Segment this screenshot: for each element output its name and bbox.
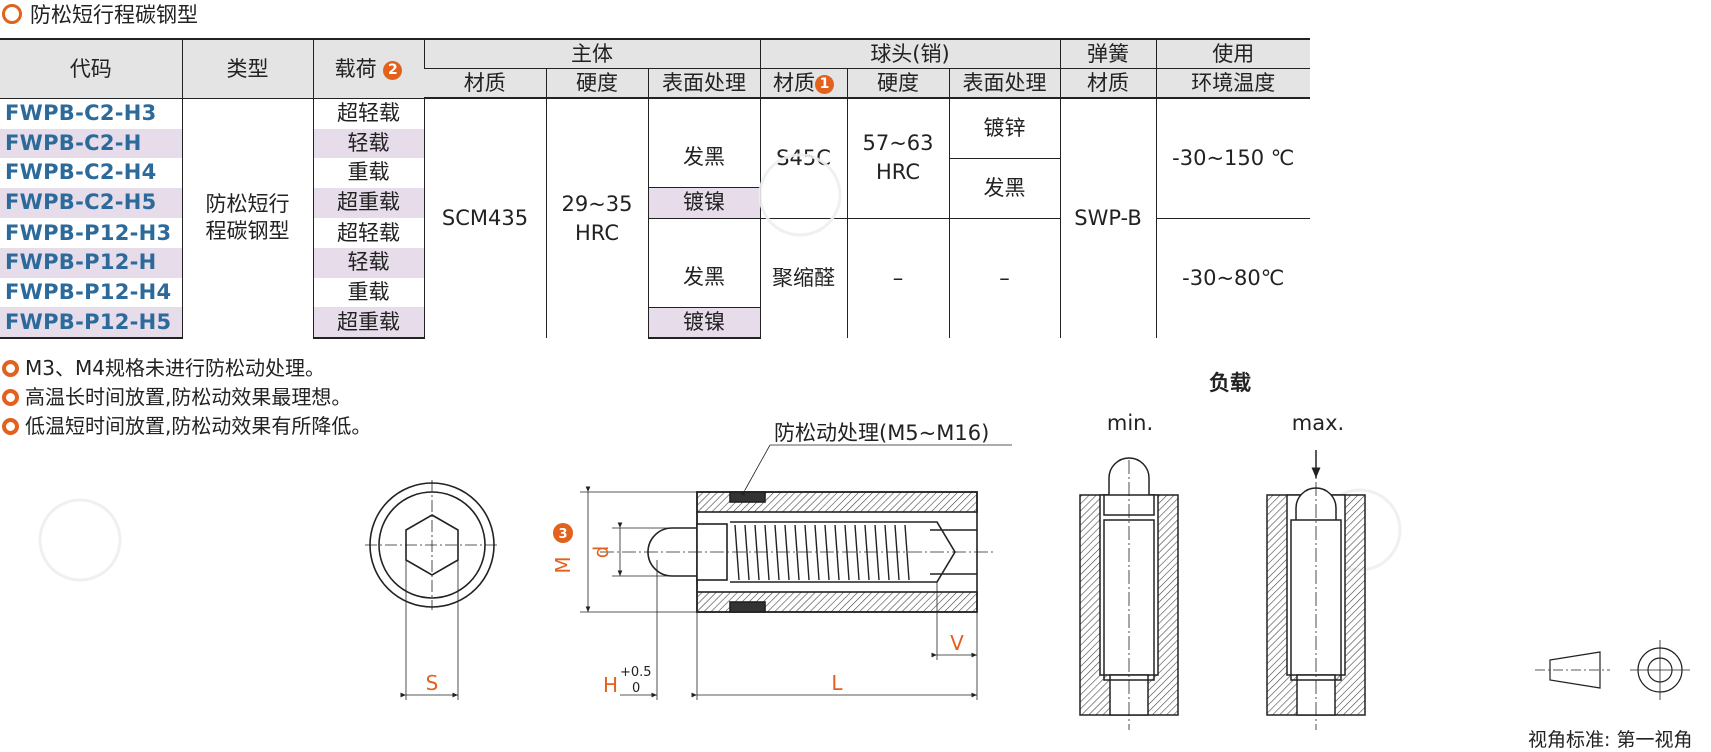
temp-cell: -30~150 ℃ — [1155, 98, 1311, 218]
header-type: 类型 — [181, 38, 313, 99]
header-code: 代码 — [0, 38, 182, 99]
dim-s-label: S — [426, 671, 439, 695]
header-body-material: 材质 — [424, 68, 546, 99]
dim-h-tol-lower: 0 — [632, 681, 640, 696]
header-env: 使用 — [1155, 38, 1311, 69]
temp-cell: -30~80℃ — [1155, 217, 1311, 338]
badge-3-icon — [553, 523, 573, 543]
section-title: 防松短行程碳钢型 — [2, 0, 198, 28]
ball-hardness-cell: – — [846, 217, 950, 338]
spring-material-cell: SWP-B — [1059, 98, 1157, 338]
max-load-view — [1266, 450, 1366, 730]
ball-surface-cell: – — [948, 217, 1061, 338]
load-cell: 重载 — [312, 277, 424, 307]
code-cell: FWPB-P12-H5 — [0, 307, 182, 339]
table-row: FWPB-P12-H3 超轻载 聚缩醛 – – -30~80℃ — [0, 217, 1311, 338]
header-load: 载荷 2 — [312, 38, 424, 99]
surface-cell — [647, 217, 761, 248]
bullet-icon — [2, 360, 19, 377]
table-row: FWPB-C2-H 轻载 发黑 — [0, 128, 1310, 188]
notes-list: M3、M4规格未进行防松动处理。 高温长时间放置,防松动效果最理想。 低温短时间… — [2, 354, 371, 441]
code-cell: FWPB-C2-H4 — [5, 160, 157, 185]
end-view — [365, 480, 499, 700]
header-ball: 球头(销) — [759, 38, 1061, 69]
type-cell: 防松短行程碳钢型 — [181, 98, 313, 338]
note-item: M3、M4规格未进行防松动处理。 — [2, 354, 371, 383]
load-cell: 轻载 — [312, 248, 424, 278]
table-row: FWPB-P12-H 轻载 发黑 — [0, 248, 1310, 307]
section-title-text: 防松短行程碳钢型 — [30, 3, 198, 27]
min-load-view — [1079, 457, 1179, 730]
ball-material-cell: S45C — [759, 98, 848, 218]
load-cell: 重载 — [312, 158, 424, 188]
load-cell: 超重载 — [312, 307, 424, 339]
ball-surface-cell: 发黑 — [948, 157, 1061, 218]
header-body: 主体 — [423, 38, 761, 69]
ball-surface-cell: 镀锌 — [948, 98, 1061, 158]
load-title: 负载 — [1209, 371, 1251, 395]
watermark — [38, 153, 1402, 582]
table-row: FWPB-C2-H5 超重载 镀镍 — [0, 187, 1310, 218]
table-row: FWPB-C2-H4 重载 发黑 — [0, 157, 1310, 218]
code-cell: FWPB-P12-H4 — [5, 279, 172, 304]
projection-standard-label: 视角标准: 第一视角 — [1528, 729, 1693, 751]
load-cell: 轻载 — [312, 128, 424, 158]
code-cell: FWPB-P12-H — [0, 248, 182, 278]
circle-bullet-icon — [2, 4, 22, 24]
load-cell: 超重载 — [312, 187, 424, 218]
section-view — [580, 444, 1012, 700]
header-ball-surface: 表面处理 — [948, 68, 1061, 99]
badge-1: 1 — [815, 75, 835, 94]
load-cell: 超轻载 — [312, 218, 424, 248]
header-body-surface: 表面处理 — [647, 68, 761, 99]
anti-loose-label: 防松动处理(M5~M16) — [774, 421, 989, 445]
header-ball-hardness: 硬度 — [846, 68, 950, 99]
header-spring: 弹簧 — [1059, 38, 1157, 69]
header-spring-material: 材质 — [1059, 68, 1157, 99]
ball-material-cell: 聚缩醛 — [759, 217, 848, 338]
surface-cell: 发黑 — [647, 128, 761, 188]
code-cell: FWPB-P12-H3 — [5, 220, 172, 245]
surface-cell — [647, 98, 761, 129]
note-item: 高温长时间放置,防松动效果最理想。 — [2, 383, 371, 412]
badge-2: 2 — [383, 60, 403, 80]
projection-symbol-icon — [1535, 640, 1690, 700]
note-item: 低温短时间放置,防松动效果有所降低。 — [2, 412, 371, 441]
badge-3: 3 — [558, 527, 567, 542]
code-cell: FWPB-C2-H3 — [5, 101, 157, 125]
dim-m-label: M — [551, 556, 575, 573]
dim-d-label: d — [589, 546, 613, 559]
surface-cell: 镀镍 — [647, 306, 761, 339]
table-row: FWPB-P12-H5 超重载 镀镍 — [0, 306, 1310, 339]
table-row: FWPB-P12-H4 重载 — [0, 277, 1310, 307]
dim-h-label: H — [603, 673, 618, 697]
min-label: min. — [1107, 411, 1153, 435]
code-cell: FWPB-C2-H5 — [0, 187, 182, 218]
load-cell: 超轻载 — [312, 98, 424, 129]
header-body-hardness: 硬度 — [545, 68, 648, 99]
dim-l-label: L — [831, 671, 843, 695]
code-cell: FWPB-C2-H — [0, 128, 182, 158]
bullet-icon — [2, 389, 19, 406]
body-material-cell: SCM435 — [423, 98, 546, 338]
dim-h-tol-upper: +0.5 — [620, 665, 652, 680]
max-label: max. — [1292, 411, 1344, 435]
dim-v-label: V — [950, 631, 964, 655]
bullet-icon — [2, 418, 19, 435]
surface-cell: 发黑 — [647, 248, 761, 307]
surface-cell: 镀镍 — [647, 187, 761, 218]
header-env-temp: 环境温度 — [1155, 68, 1311, 99]
